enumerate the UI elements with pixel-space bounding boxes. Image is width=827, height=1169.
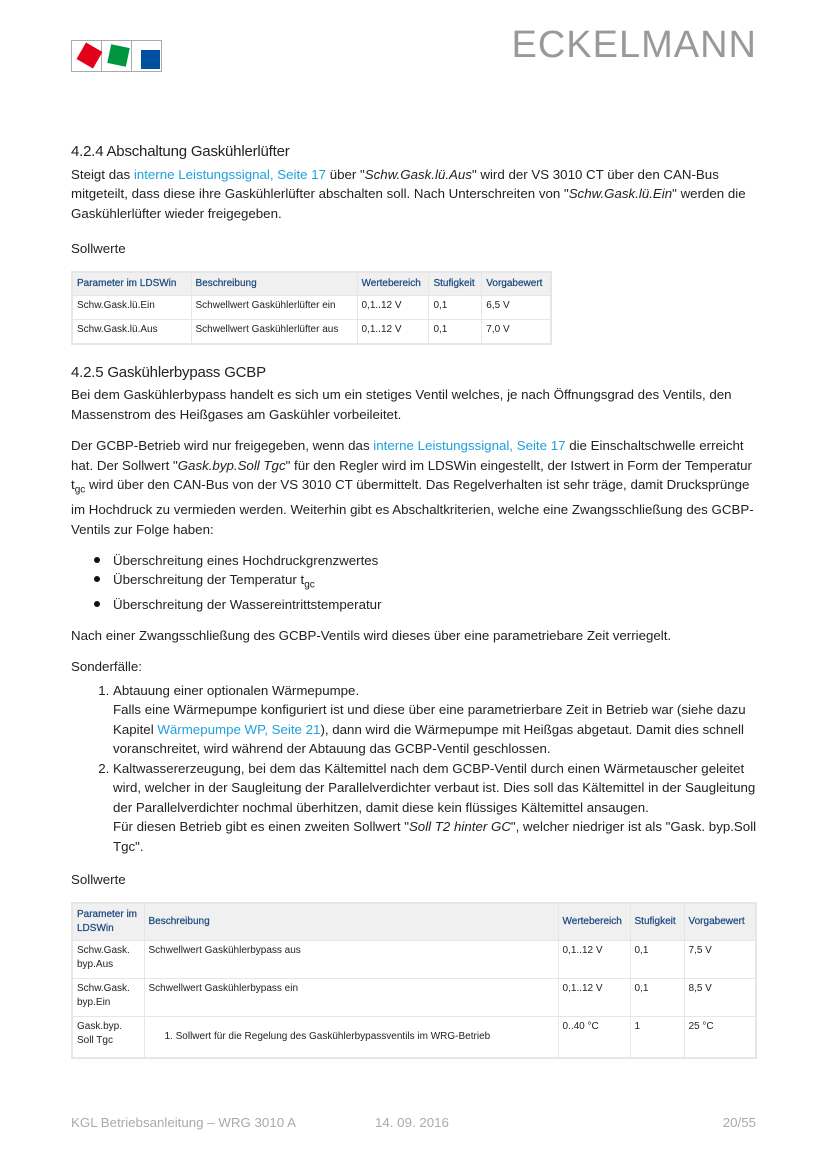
paragraph: Nach einer Zwangsschließung des GCBP-Ven… (71, 627, 672, 643)
table-cell: 0,1 (428, 318, 483, 344)
table-cell: Gask.byp. Soll Tgc (71, 1015, 145, 1059)
eckelmann-logo (71, 40, 162, 72)
table-cell: 0,1..12 V (557, 939, 631, 979)
table-cell: 25 °C (683, 1015, 757, 1059)
table-cell: 0,1 (428, 294, 483, 320)
table-cell: 7,5 V (683, 939, 757, 979)
table-cell: Schwellwert Gaskühlerbypass ein (143, 977, 559, 1017)
brand-name: ECKELMANN (511, 24, 757, 66)
subheading-sonderfaelle: Sonderfälle: (71, 659, 142, 675)
table-cell: 0,1..12 V (356, 318, 430, 344)
table-cell: 7,0 V (481, 318, 552, 344)
list-item: Abtauung einer optionalen Wärmepumpe.Fal… (113, 681, 761, 759)
table-cell: Schwellwert Gaskühlerbypass aus (143, 939, 559, 979)
link-waermepumpe[interactable]: Wärmepumpe WP, Seite 21 (157, 721, 321, 737)
table-cell: Schw.Gask. byp.Ein (71, 977, 145, 1017)
table-cell: 8,5 V (683, 977, 757, 1017)
footer-document: KGL Betriebsanleitung – WRG 3010 A (71, 1115, 296, 1130)
table-header-cell: Stufigkeit (428, 271, 483, 296)
table-cell: 0..40 °C (557, 1015, 631, 1059)
subheading-sollwerte: Sollwerte (71, 872, 126, 888)
section-heading-4-2-4: 4.2.4 Abschaltung Gaskühlerlüfter (71, 143, 290, 160)
list-item: Kaltwassererzeugung, bei dem das Kältemi… (113, 759, 761, 857)
table-cell: 0,1..12 V (356, 294, 430, 320)
bullet-list: Überschreitung eines Hochdruckgrenzwerte… (94, 551, 761, 614)
table-cell: 0,1 (629, 939, 685, 979)
table-header-cell: Vorgabewert (481, 271, 552, 296)
list-item: Überschreitung der Wassereintrittstemper… (94, 595, 761, 614)
page-content: 4.2.4 Abschaltung Gaskühlerlüfter Steigt… (71, 142, 761, 1060)
table-cell: Schw.Gask.lü.Aus (71, 318, 192, 344)
table-header-cell: Wertebereich (356, 271, 430, 296)
subheading-sollwerte: Sollwerte (71, 241, 126, 256)
numbered-list: Abtauung einer optionalen Wärmepumpe.Fal… (113, 681, 761, 857)
table-header-cell: Beschreibung (190, 271, 358, 296)
table-header-cell: Wertebereich (557, 902, 631, 941)
paragraph: Bei dem Gaskühlerbypass handelt es sich … (71, 387, 732, 422)
table-cell: 6,5 V (481, 294, 552, 320)
table-cell: Schw.Gask. byp.Aus (71, 939, 145, 979)
table-cell: 1. Sollwert für die Regelung des Gaskühl… (143, 1015, 559, 1059)
footer-page-number: 20/55 (722, 1115, 756, 1130)
table-cell: Schw.Gask.lü.Ein (71, 294, 192, 320)
link-leistungssignal[interactable]: interne Leistungssignal, Seite 17 (133, 166, 327, 182)
table-header-cell: Parameter im LDSWin (71, 902, 145, 941)
table-cell: 0,1..12 V (557, 977, 631, 1017)
table-header-cell: Beschreibung (143, 902, 559, 941)
table-cell: 1 (629, 1015, 685, 1059)
list-item: Überschreitung der Temperatur tgc (94, 570, 761, 595)
section-heading-4-2-5: 4.2.5 Gaskühlerbypass GCBP (71, 363, 266, 381)
table-header-cell: Parameter im LDSWin (71, 271, 192, 296)
table-cell: 0,1 (629, 977, 685, 1017)
table-header-cell: Vorgabewert (683, 902, 757, 941)
paragraph: Der GCBP-Betrieb wird nur freigegeben, w… (71, 438, 754, 537)
table-cell: Schwellwert Gaskühlerlüfter aus (190, 318, 358, 344)
footer-date: 14. 09. 2016 (375, 1115, 449, 1130)
link-leistungssignal[interactable]: interne Leistungssignal, Seite 17 (373, 438, 566, 453)
list-item: Überschreitung eines Hochdruckgrenzwerte… (94, 551, 761, 570)
paragraph: Steigt das interne Leistungssignal, Seit… (71, 166, 746, 221)
table-header-cell: Stufigkeit (629, 902, 685, 941)
table-cell: Schwellwert Gaskühlerlüfter ein (190, 294, 358, 320)
